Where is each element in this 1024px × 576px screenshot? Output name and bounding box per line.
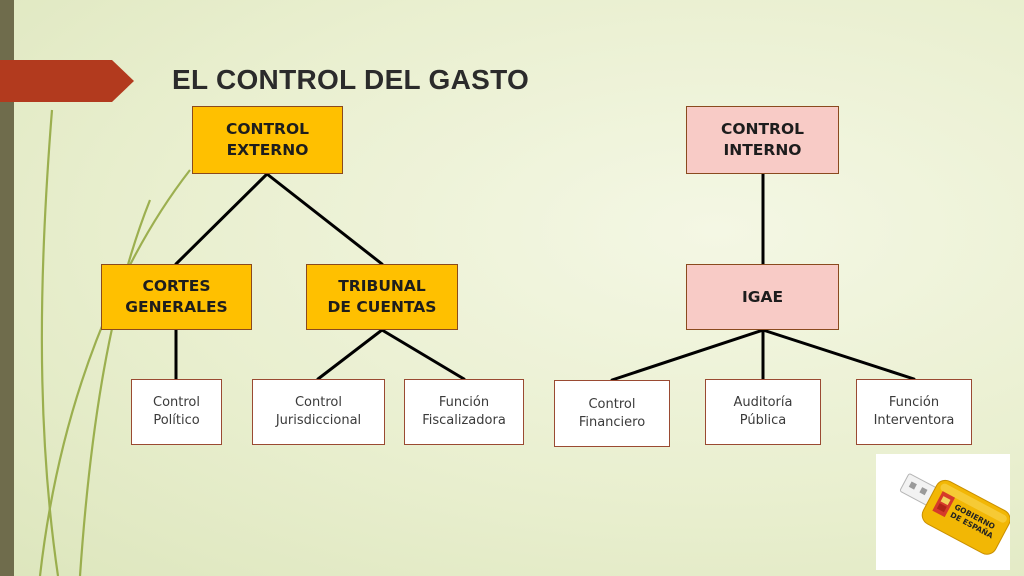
auditoria-publica-box: Auditoría Pública bbox=[705, 379, 821, 445]
control-financiero-box: Control Financiero bbox=[554, 380, 670, 447]
usb-stick-icon: GOBIERNO DE ESPAÑA bbox=[899, 473, 1010, 555]
tribunal-cuentas-box: TRIBUNAL DE CUENTAS bbox=[306, 264, 458, 330]
cortes-generales-label: CORTES GENERALES bbox=[125, 277, 228, 316]
cortes-generales-box: CORTES GENERALES bbox=[101, 264, 252, 330]
control-politico-label: Control Político bbox=[153, 395, 200, 428]
side-accent-bar bbox=[0, 0, 14, 576]
control-jurisdiccional-box: Control Jurisdiccional bbox=[252, 379, 385, 445]
control-financiero-label: Control Financiero bbox=[578, 396, 646, 430]
page-title: EL CONTROL DEL GASTO bbox=[172, 64, 530, 95]
connector-igae-interventora bbox=[761, 328, 916, 381]
connector-tribunal-fiscalizadora bbox=[380, 328, 466, 381]
control-externo-box: CONTROL EXTERNO bbox=[192, 106, 343, 174]
connector-externo-tribunal bbox=[265, 172, 384, 266]
gobierno-usb-logo: GOBIERNO DE ESPAÑA bbox=[876, 454, 1010, 570]
control-interno-box: CONTROL INTERNO bbox=[686, 106, 839, 174]
connector-externo-cortes bbox=[174, 172, 269, 266]
funcion-interventora-box: Función Interventora bbox=[856, 379, 972, 445]
control-interno-label: CONTROL INTERNO bbox=[720, 120, 805, 159]
funcion-fiscalizadora-label: Función Fiscalizadora bbox=[422, 395, 506, 428]
funcion-fiscalizadora-box: Función Fiscalizadora bbox=[404, 379, 524, 445]
connector-igae-financiero bbox=[610, 328, 765, 382]
control-externo-label: CONTROL EXTERNO bbox=[225, 120, 310, 159]
igae-box: IGAE bbox=[686, 264, 839, 330]
title-arrow-tab bbox=[0, 60, 134, 102]
control-politico-box: Control Político bbox=[131, 379, 222, 445]
decorative-curves bbox=[38, 109, 191, 576]
igae-label: IGAE bbox=[741, 287, 784, 306]
connector-tribunal-jurisdiccional bbox=[316, 328, 384, 381]
control-jurisdiccional-label: Control Jurisdiccional bbox=[275, 395, 362, 428]
tribunal-cuentas-label: TRIBUNAL DE CUENTAS bbox=[327, 277, 437, 316]
auditoria-publica-label: Auditoría Pública bbox=[733, 395, 793, 428]
funcion-interventora-label: Función Interventora bbox=[873, 395, 955, 428]
